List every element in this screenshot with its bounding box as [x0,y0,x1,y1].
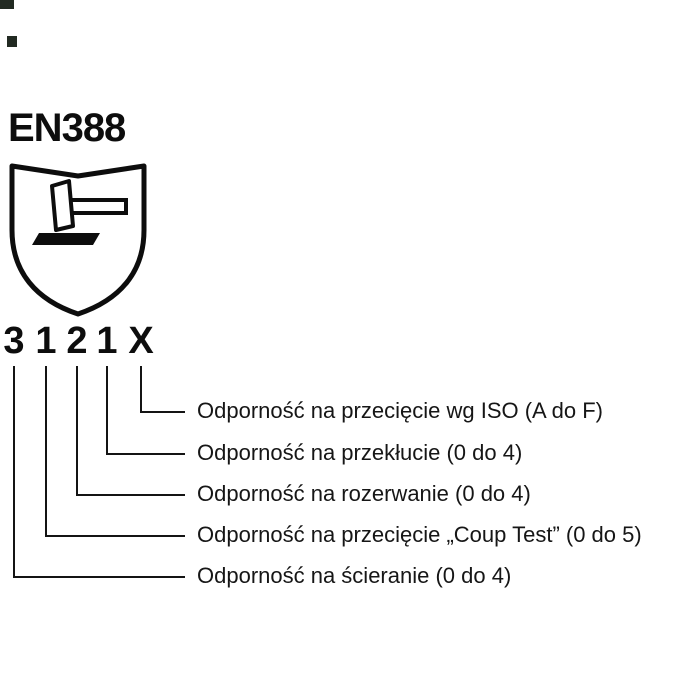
label-abrasion-resistance: Odporność na ścieranie (0 do 4) [197,563,512,588]
rating-digit-cut-iso: X [128,320,154,362]
connector-line [45,366,47,537]
connector-line [45,535,185,537]
rating-digit-cut-coup: 1 [35,320,57,362]
connector-line [140,411,185,413]
connector-line [76,366,78,496]
connector-line [13,366,15,578]
label-cut-resistance-coup-test: Odporność na przecięcie „Coup Test” (0 d… [197,522,642,547]
standard-title: EN388 [8,106,126,150]
label-cut-resistance-iso: Odporność na przecięcie wg ISO (A do F) [197,398,603,423]
connector-line [106,366,108,455]
rating-digit-tear: 2 [66,320,88,362]
corner-mark-icon [7,36,17,47]
connector-line [13,576,185,578]
hammer-abrasion-icon [32,179,128,245]
connector-line [106,453,185,455]
mechanical-risk-shield-icon [9,163,147,317]
connector-line [140,366,142,413]
rating-digit-abrasion: 3 [3,320,25,362]
rating-digit-puncture: 1 [96,320,118,362]
corner-mark-icon [0,0,14,9]
connector-line [76,494,185,496]
label-puncture-resistance: Odporność na przekłucie (0 do 4) [197,440,523,465]
label-tear-resistance: Odporność na rozerwanie (0 do 4) [197,481,531,506]
